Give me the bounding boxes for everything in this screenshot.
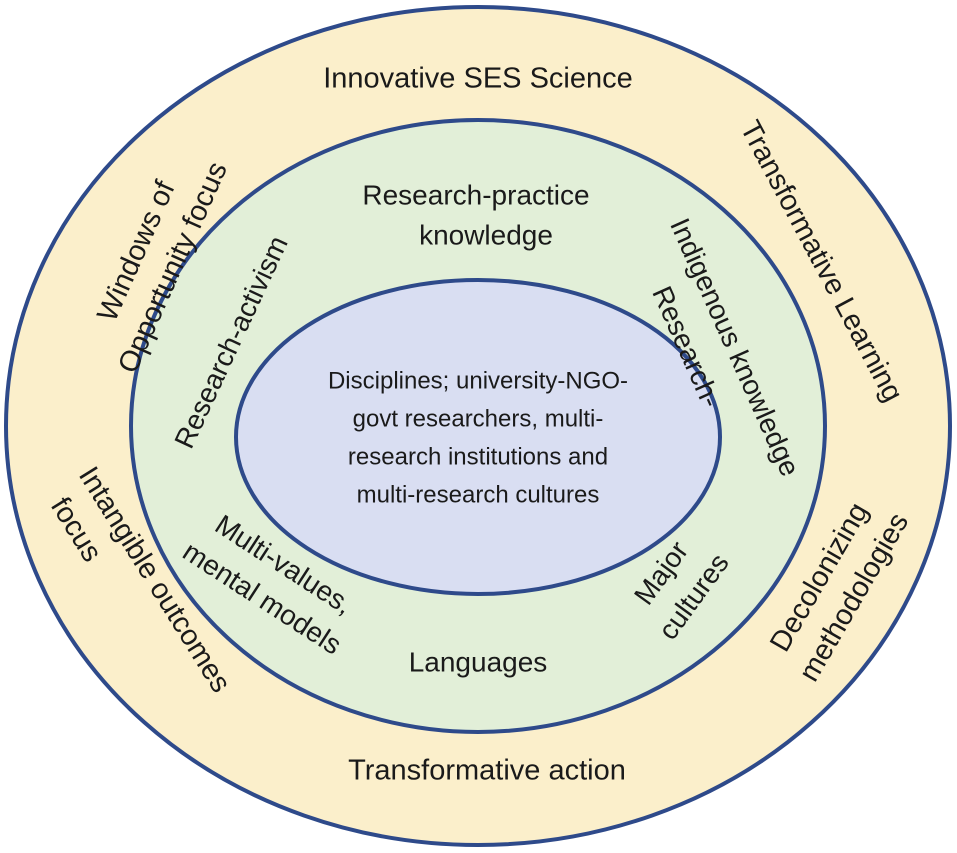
- svg-text:research institutions and: research institutions and: [348, 443, 608, 470]
- svg-text:knowledge: knowledge: [419, 219, 553, 250]
- inner-ring: [234, 278, 722, 596]
- middle-label-top: Research-practice knowledge: [362, 179, 589, 250]
- middle-label-bottom: Languages: [409, 646, 548, 677]
- outer-label-bottom: Transformative action: [348, 755, 626, 787]
- svg-text:Research-practice: Research-practice: [362, 179, 589, 210]
- svg-text:multi-research cultures: multi-research cultures: [357, 481, 600, 508]
- svg-text:Disciplines; university-NGO-: Disciplines; university-NGO-: [328, 367, 628, 394]
- inner-label: Disciplines; university-NGO- govt resear…: [328, 367, 628, 508]
- outer-label-top: Innovative SES Science: [323, 63, 633, 95]
- svg-text:govt researchers, multi-: govt researchers, multi-: [353, 405, 604, 432]
